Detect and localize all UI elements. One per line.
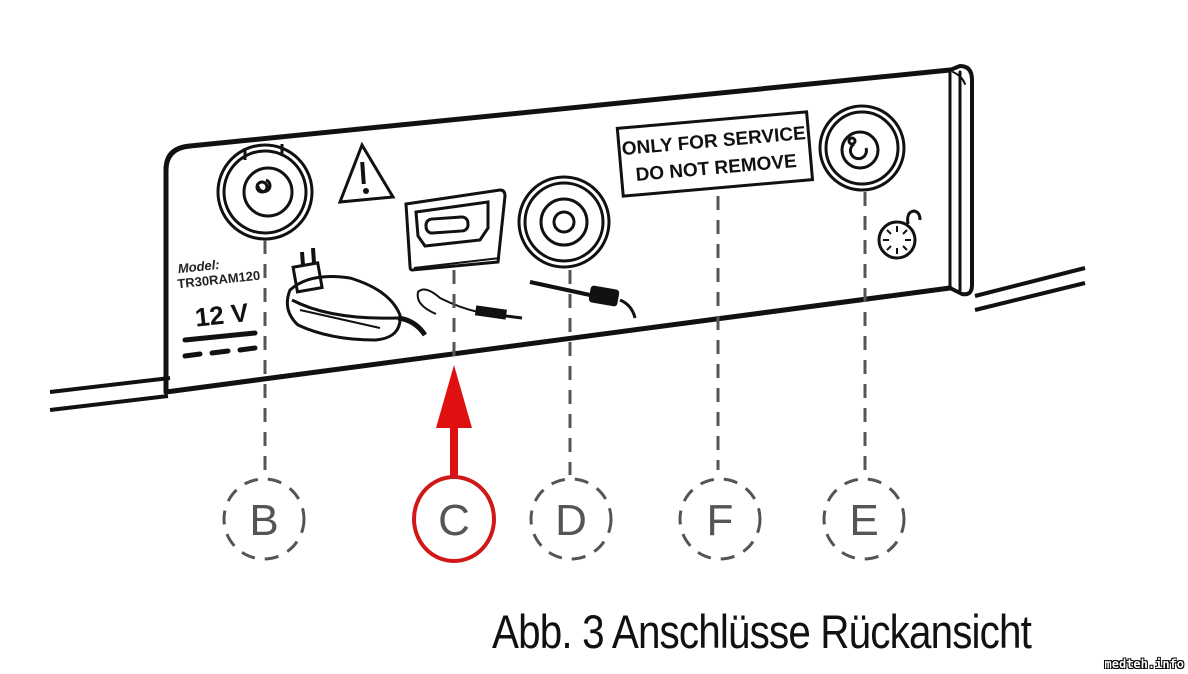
callout-lines [263, 192, 867, 475]
callout-F-label: F [707, 496, 734, 545]
mini-usb-port-icon [404, 188, 507, 272]
power-adapter-icon [285, 247, 428, 342]
callout-B: B [222, 477, 306, 561]
callout-B-label: B [249, 496, 278, 545]
callout-D-label: D [555, 496, 587, 545]
figure-caption: Abb. 3 Anschlüsse Rückansicht [492, 605, 1032, 658]
antenna-socket-icon [818, 104, 906, 192]
model-info: Model: TR30RAM120 12 V [177, 257, 261, 333]
voltage-label: 12 V [193, 297, 250, 332]
warning-icon [337, 141, 396, 204]
audio-plug-icon [529, 280, 637, 319]
base-plate [49, 266, 1086, 412]
callout-D: D [529, 477, 613, 561]
model-label: Model: [177, 257, 220, 276]
highlight-arrow-icon [436, 365, 472, 476]
callout-E-label: E [849, 496, 878, 545]
callout-F: F [678, 477, 762, 561]
power-socket-icon [216, 143, 314, 241]
unlock-dial-icon [877, 209, 922, 260]
dc-symbol-icon [182, 330, 258, 359]
earphone-cable-icon [416, 288, 523, 320]
audio-jack-socket-icon [517, 175, 611, 269]
watermark: medteh.info [1104, 657, 1184, 671]
callout-C: C [412, 475, 496, 563]
callout-C-label: C [438, 496, 470, 545]
panel-outline [163, 64, 974, 395]
service-label-icon: ONLY FOR SERVICE DO NOT REMOVE [615, 110, 815, 198]
callout-E: E [822, 477, 906, 561]
